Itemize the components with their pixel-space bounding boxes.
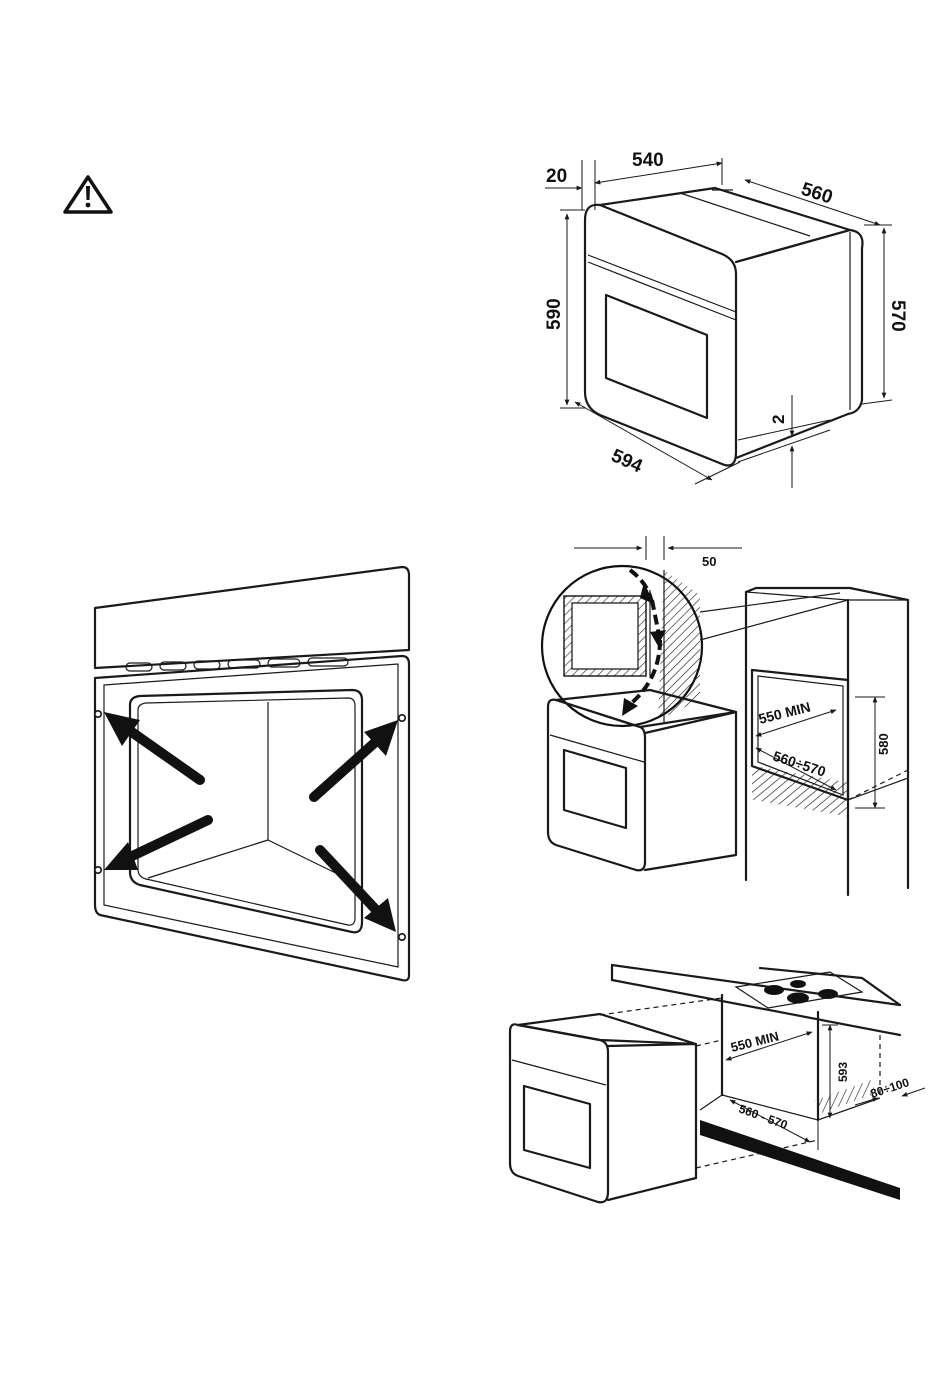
uc-dim-593: 593 (836, 1062, 850, 1082)
dim-570: 570 (887, 300, 908, 332)
dim-594: 594 (608, 445, 646, 477)
dim-20: 20 (546, 166, 567, 187)
warning-icon (65, 177, 111, 212)
dim-2: 2 (769, 415, 788, 424)
column-installation-drawing: 550 MIN 560÷570 580 50 (542, 536, 908, 895)
dim-560: 560 (798, 179, 835, 209)
fixing-arrow-icon (104, 712, 398, 932)
undercounter-installation-drawing: 550 MIN 593 80÷100 560 - 570 (510, 965, 925, 1202)
oven-fixing-drawing (95, 567, 409, 980)
dim-590: 590 (544, 298, 565, 330)
uc-dim-80-100: 80÷100 (869, 1075, 912, 1101)
oven-dimensions-drawing: 20 540 560 590 570 2 594 (544, 150, 908, 488)
col-dim-580: 580 (876, 733, 891, 755)
dim-540: 540 (632, 150, 664, 171)
col-dim-50: 50 (702, 554, 716, 569)
col-dim-550min: 550 MIN (757, 699, 812, 727)
